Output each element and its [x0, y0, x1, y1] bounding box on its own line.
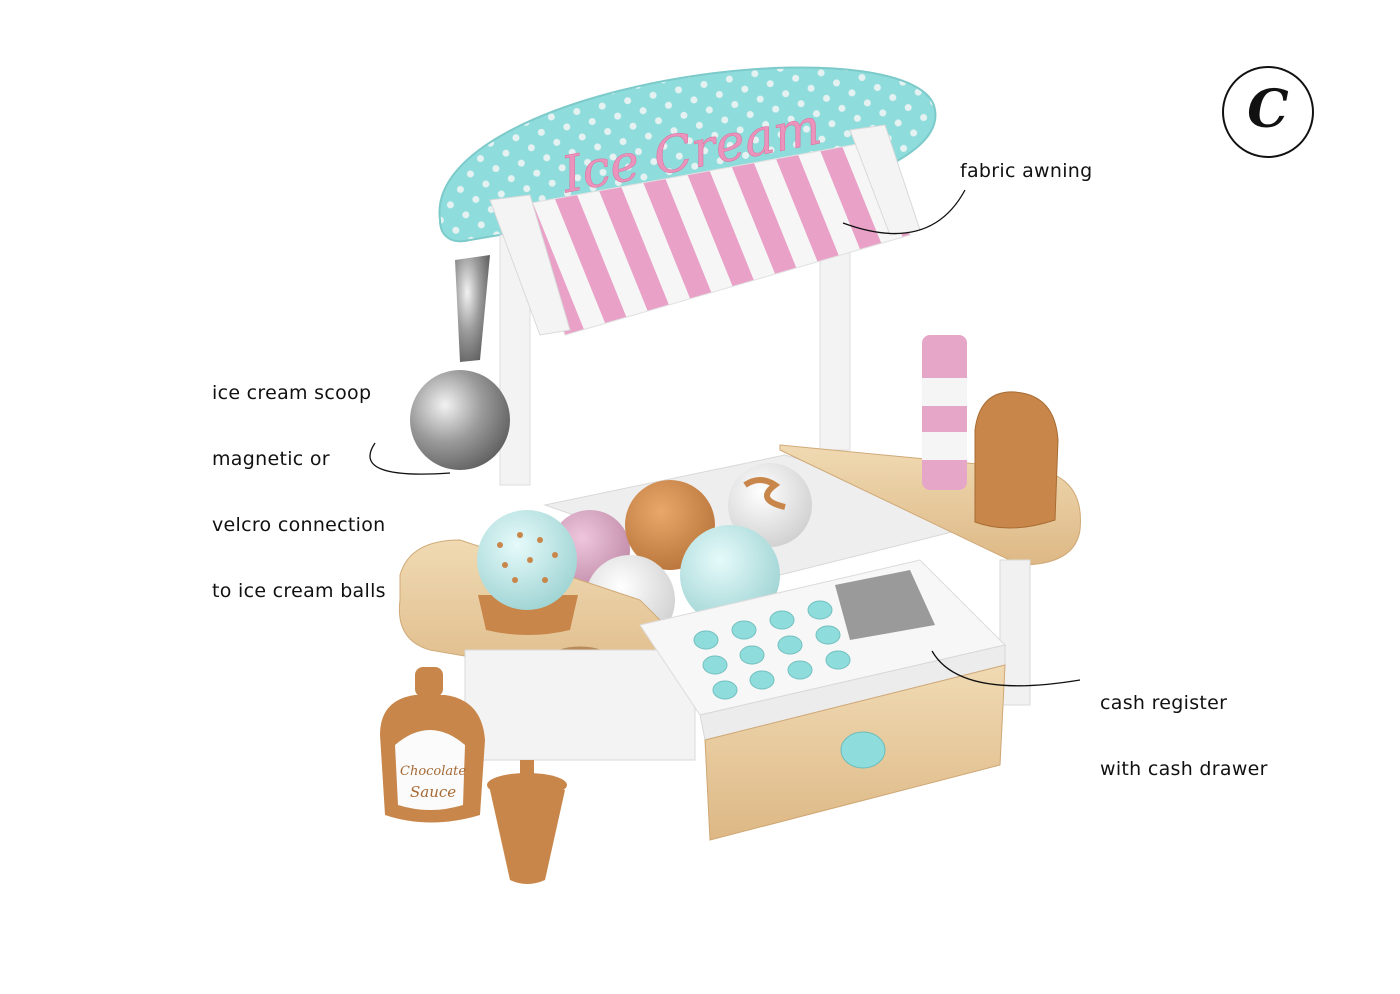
empty-cone: [487, 760, 567, 884]
annotation-line: cash register: [1100, 692, 1228, 714]
scoop-bowl: [410, 370, 510, 470]
annotation-line: velcro connection: [212, 514, 386, 536]
svg-text:Sauce: Sauce: [410, 783, 456, 801]
annotation-cash-register: cash register with cash drawer: [1100, 648, 1268, 802]
chocolate-sauce-bottle: Chocolate Sauce: [380, 667, 485, 823]
striped-cylinder: [922, 335, 967, 490]
svg-text:Chocolate: Chocolate: [400, 764, 466, 779]
register-keypad: [693, 600, 851, 700]
annotation-line: with cash drawer: [1100, 758, 1268, 780]
drawer-knob: [840, 731, 886, 769]
annotation-fabric-awning: fabric awning: [960, 160, 1093, 182]
register-leader: [931, 650, 1081, 687]
left-post: [499, 234, 531, 486]
annotation-line: ice cream scoop: [212, 382, 372, 404]
annotation-scoop: ice cream scoop magnetic or velcro conne…: [212, 338, 386, 624]
awning-leader: [842, 189, 966, 235]
figure-label-badge: C: [1222, 66, 1314, 158]
scoop-handle: [455, 255, 490, 362]
scoop-leader: [369, 442, 451, 475]
cup: [478, 595, 578, 635]
annotation-line: to ice cream balls: [212, 580, 386, 602]
figure-label: C: [1247, 79, 1289, 140]
register-screen: [835, 570, 935, 640]
popsicle: [974, 391, 1059, 529]
annotation-line: magnetic or: [212, 448, 330, 470]
